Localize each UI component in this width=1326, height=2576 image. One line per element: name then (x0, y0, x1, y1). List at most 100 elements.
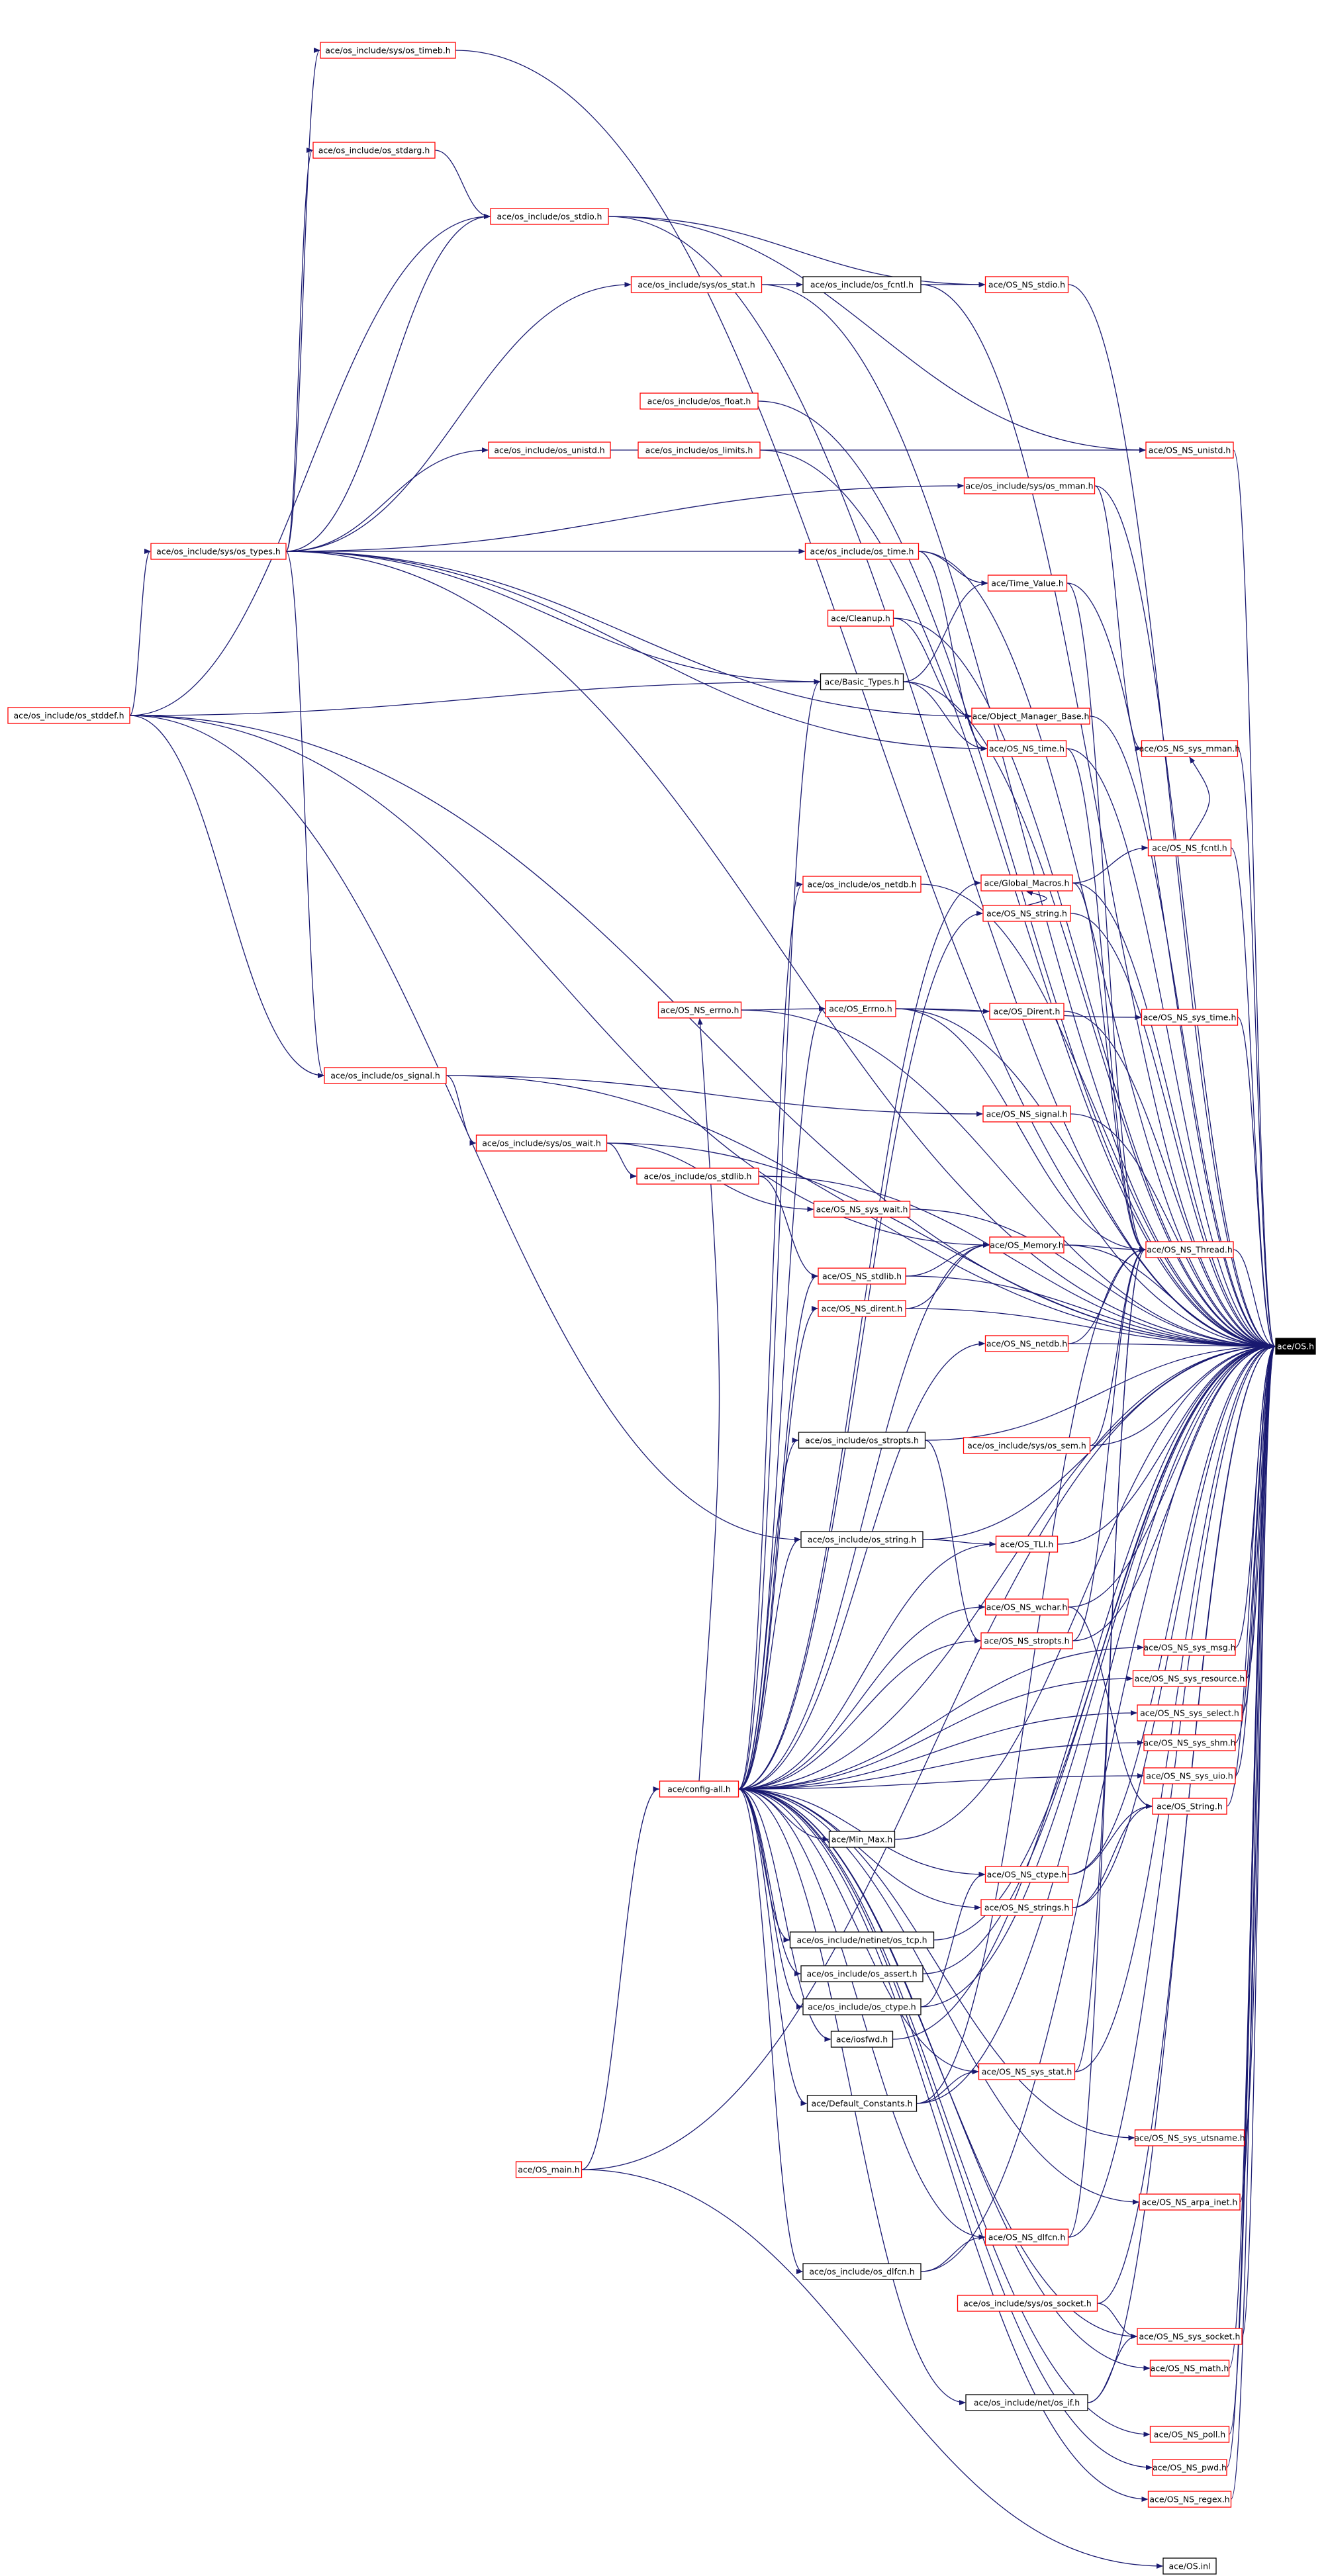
node-ace-global-macros-h[interactable]: ace/Global_Macros.h (980, 874, 1073, 892)
edge-ace-config-all-h-to-ace-os-include-netinet-os-tcp-h (738, 1788, 790, 1943)
node-ace-os-dirent-h[interactable]: ace/OS_Dirent.h (989, 1003, 1065, 1020)
node-ace-os-ns-time-h[interactable]: ace/OS_NS_time.h (986, 740, 1067, 757)
node-ace-os-ns-ctype-h[interactable]: ace/OS_NS_ctype.h (984, 1866, 1069, 1883)
node-ace-os-ns-wchar-h[interactable]: ace/OS_NS_wchar.h (984, 1598, 1069, 1616)
edge-ace-os-include-sys-os-types-h-to-ace-os-include-sys-os-stat-h (285, 282, 632, 552)
node-ace-os-include-sys-os-mman-h[interactable]: ace/os_include/sys/os_mman.h (963, 477, 1096, 494)
node-ace-basic-types-h[interactable]: ace/Basic_Types.h (820, 673, 904, 690)
node-ace-os-ns-sys-msg-h[interactable]: ace/OS_NS_sys_msg.h (1143, 1639, 1236, 1656)
edge-ace-time-value-h-to-ace-os-ns-thread-h (1066, 582, 1146, 1252)
node-ace-os-memory-h[interactable]: ace/OS_Memory.h (989, 1236, 1065, 1254)
edge-ace-config-all-h-to-ace-os-ns-sys-msg-h (738, 1645, 1144, 1790)
node-ace-os-include-os-signal-h[interactable]: ace/os_include/os_signal.h (324, 1067, 447, 1084)
node-ace-os-include-sys-os-timeb-h[interactable]: ace/os_include/sys/os_timeb.h (320, 42, 456, 59)
node-label: ace/OS_NS_sys_stat.h (982, 2067, 1072, 2077)
node-ace-os-ns-errno-h[interactable]: ace/OS_NS_errno.h (657, 1001, 742, 1019)
node-ace-iosfwd-h[interactable]: ace/iosfwd.h (830, 2031, 894, 2048)
node-box (1145, 1241, 1234, 1258)
node-ace-os-include-os-unistd-h[interactable]: ace/os_include/os_unistd.h (488, 441, 611, 459)
node-ace-os-include-netinet-os-tcp-h[interactable]: ace/os_include/netinet/os_tcp.h (789, 1931, 935, 1949)
node-box (490, 208, 609, 225)
node-ace-os-ns-strings-h[interactable]: ace/OS_NS_strings.h (980, 1899, 1073, 1916)
node-ace-os-include-sys-os-stat-h[interactable]: ace/os_include/sys/os_stat.h (630, 276, 763, 293)
node-label: ace/OS_NS_sys_msg.h (1143, 1643, 1235, 1653)
node-ace-os-ns-pwd-h[interactable]: ace/OS_NS_pwd.h (1152, 2459, 1227, 2476)
node-ace-os-ns-dirent-h[interactable]: ace/OS_NS_dirent.h (818, 1300, 906, 1317)
node-ace-os-include-os-dlfcn-h[interactable]: ace/os_include/os_dlfcn.h (802, 2263, 922, 2280)
node-ace-os-ns-sys-uio-h[interactable]: ace/OS_NS_sys_uio.h (1143, 1767, 1236, 1784)
edge-ace-os-include-sys-os-types-h-to-ace-os-include-os-stdarg-h (285, 148, 313, 552)
node-ace-os-ns-fcntl-h[interactable]: ace/OS_NS_fcntl.h (1147, 839, 1232, 856)
node-ace-os-ns-sys-time-h[interactable]: ace/OS_NS_sys_time.h (1141, 1009, 1239, 1026)
node-ace-os-ns-math-h[interactable]: ace/OS_NS_math.h (1149, 2360, 1230, 2377)
node-ace-os-include-os-ctype-h[interactable]: ace/os_include/os_ctype.h (802, 1998, 922, 2015)
node-ace-os-ns-thread-h[interactable]: ace/OS_NS_Thread.h (1145, 1241, 1234, 1258)
node-ace-object-manager-base-h[interactable]: ace/Object_Manager_Base.h (971, 708, 1090, 725)
node-ace-os-h[interactable]: ace/OS.h (1275, 1338, 1316, 1355)
node-ace-os-include-os-assert-h[interactable]: ace/os_include/os_assert.h (800, 1965, 923, 1982)
node-ace-os-include-os-float-h[interactable]: ace/os_include/os_float.h (639, 392, 759, 410)
node-ace-os-ns-sys-wait-h[interactable]: ace/OS_NS_sys_wait.h (813, 1201, 911, 1218)
node-ace-os-include-sys-os-wait-h[interactable]: ace/os_include/sys/os_wait.h (475, 1134, 608, 1152)
node-ace-os-include-sys-os-socket-h[interactable]: ace/os_include/sys/os_socket.h (957, 2295, 1098, 2312)
node-ace-os-ns-sys-select-h[interactable]: ace/OS_NS_sys_select.h (1137, 1704, 1243, 1722)
edge-ace-os-include-os-stropts-h-to-ace-os-h (925, 1344, 1276, 1441)
node-ace-os-ns-regex-h[interactable]: ace/OS_NS_regex.h (1147, 2491, 1232, 2508)
node-ace-os-ns-stdio-h[interactable]: ace/OS_NS_stdio.h (984, 276, 1069, 293)
node-ace-os-ns-netdb-h[interactable]: ace/OS_NS_netdb.h (984, 1335, 1069, 1352)
node-ace-os-include-net-os-if-h[interactable]: ace/os_include/net/os_if.h (965, 2394, 1088, 2411)
node-ace-os-ns-dlfcn-h[interactable]: ace/OS_NS_dlfcn.h (984, 2229, 1069, 2246)
edge-ace-os-include-os-time-h-to-ace-os-h (918, 551, 1276, 1349)
node-box (1132, 1670, 1247, 1687)
node-ace-cleanup-h[interactable]: ace/Cleanup.h (827, 610, 894, 627)
node-ace-os-include-os-netdb-h[interactable]: ace/os_include/os_netdb.h (802, 876, 922, 893)
edge-ace-os-ns-dlfcn-h-to-ace-os-ns-thread-h (1068, 1247, 1146, 2238)
node-ace-os-include-os-stddef-h[interactable]: ace/os_include/os_stddef.h (7, 707, 130, 724)
node-ace-os-ns-unistd-h[interactable]: ace/OS_NS_unistd.h (1145, 441, 1234, 459)
node-box (1147, 2491, 1232, 2508)
node-ace-os-include-os-stropts-h[interactable]: ace/os_include/os_stropts.h (798, 1432, 926, 1449)
node-ace-os-include-os-time-h[interactable]: ace/os_include/os_time.h (804, 543, 920, 560)
edge-ace-os-ns-fcntl-h-to-ace-os-ns-sys-mman-h (1189, 757, 1210, 841)
node-ace-os-ns-sys-socket-h[interactable]: ace/OS_NS_sys_socket.h (1137, 2328, 1243, 2345)
node-ace-os-ns-stropts-h[interactable]: ace/OS_NS_stropts.h (980, 1632, 1073, 1649)
edge-ace-os-include-sys-os-socket-h-to-ace-os-ns-sys-socket-h (1097, 2303, 1137, 2339)
node-ace-min-max-h[interactable]: ace/Min_Max.h (828, 1831, 896, 1848)
node-ace-config-all-h[interactable]: ace/config-all.h (659, 1780, 739, 1798)
node-ace-os-inl[interactable]: ace/OS.inl (1162, 2557, 1217, 2575)
node-ace-os-ns-sys-shm-h[interactable]: ace/OS_NS_sys_shm.h (1143, 1734, 1236, 1751)
edge-ace-os-ns-arpa-inet-h-to-ace-os-h (1239, 1344, 1276, 2203)
node-ace-os-ns-sys-stat-h[interactable]: ace/OS_NS_sys_stat.h (978, 2063, 1076, 2080)
node-label: ace/OS_NS_sys_utsname.h (1134, 2133, 1245, 2143)
node-ace-os-tli-h[interactable]: ace/OS_TLI.h (995, 1536, 1059, 1553)
node-ace-os-include-os-string-h[interactable]: ace/os_include/os_string.h (800, 1531, 923, 1548)
edge-ace-os-include-os-float-h-to-ace-os-h (757, 400, 1276, 1349)
node-label: ace/os_include/os_string.h (808, 1535, 917, 1545)
edge-ace-os-include-os-stddef-h-to-ace-basic-types-h (129, 679, 821, 716)
node-ace-os-ns-string-h[interactable]: ace/OS_NS_string.h (982, 905, 1071, 922)
node-ace-os-string-h[interactable]: ace/OS_String.h (1152, 1798, 1227, 1815)
edge-ace-config-all-h-to-ace-os-ns-regex-h (738, 1788, 1149, 2502)
node-ace-os-errno-h[interactable]: ace/OS_Errno.h (825, 1000, 896, 1017)
node-ace-os-include-sys-os-types-h[interactable]: ace/os_include/sys/os_types.h (150, 543, 287, 560)
node-ace-os-ns-poll-h[interactable]: ace/OS_NS_poll.h (1149, 2426, 1230, 2443)
node-ace-os-ns-sys-resource-h[interactable]: ace/OS_NS_sys_resource.h (1132, 1670, 1247, 1687)
node-ace-os-ns-signal-h[interactable]: ace/OS_NS_signal.h (982, 1105, 1071, 1123)
node-ace-os-main-h[interactable]: ace/OS_main.h (515, 2161, 583, 2178)
node-ace-os-include-os-stdarg-h[interactable]: ace/os_include/os_stdarg.h (312, 142, 436, 159)
node-ace-os-include-os-limits-h[interactable]: ace/os_include/os_limits.h (638, 441, 761, 459)
node-ace-os-include-sys-os-sem-h[interactable]: ace/os_include/sys/os_sem.h (963, 1437, 1091, 1454)
node-ace-os-ns-sys-mman-h[interactable]: ace/OS_NS_sys_mman.h (1139, 740, 1241, 757)
node-ace-os-include-os-stdlib-h[interactable]: ace/os_include/os_stdlib.h (636, 1168, 759, 1185)
edge-ace-config-all-h-to-ace-os-ns-string-h (738, 911, 983, 1790)
edge-ace-os-include-sys-os-mman-h-to-ace-os-ns-sys-mman-h (1094, 485, 1142, 751)
node-ace-default-constants-h[interactable]: ace/Default_Constants.h (806, 2095, 918, 2112)
node-ace-os-ns-arpa-inet-h[interactable]: ace/OS_NS_arpa_inet.h (1139, 2193, 1241, 2211)
node-ace-os-include-os-fcntl-h[interactable]: ace/os_include/os_fcntl.h (802, 276, 922, 293)
node-ace-time-value-h[interactable]: ace/Time_Value.h (987, 575, 1068, 592)
node-label: ace/OS_NS_arpa_inet.h (1142, 2197, 1238, 2207)
node-ace-os-include-os-stdio-h[interactable]: ace/os_include/os_stdio.h (490, 208, 609, 225)
node-ace-os-ns-stdlib-h[interactable]: ace/OS_NS_stdlib.h (818, 1267, 906, 1285)
node-ace-os-ns-sys-utsname-h[interactable]: ace/OS_NS_sys_utsname.h (1134, 2129, 1245, 2146)
node-label: ace/os_include/os_signal.h (330, 1071, 440, 1081)
